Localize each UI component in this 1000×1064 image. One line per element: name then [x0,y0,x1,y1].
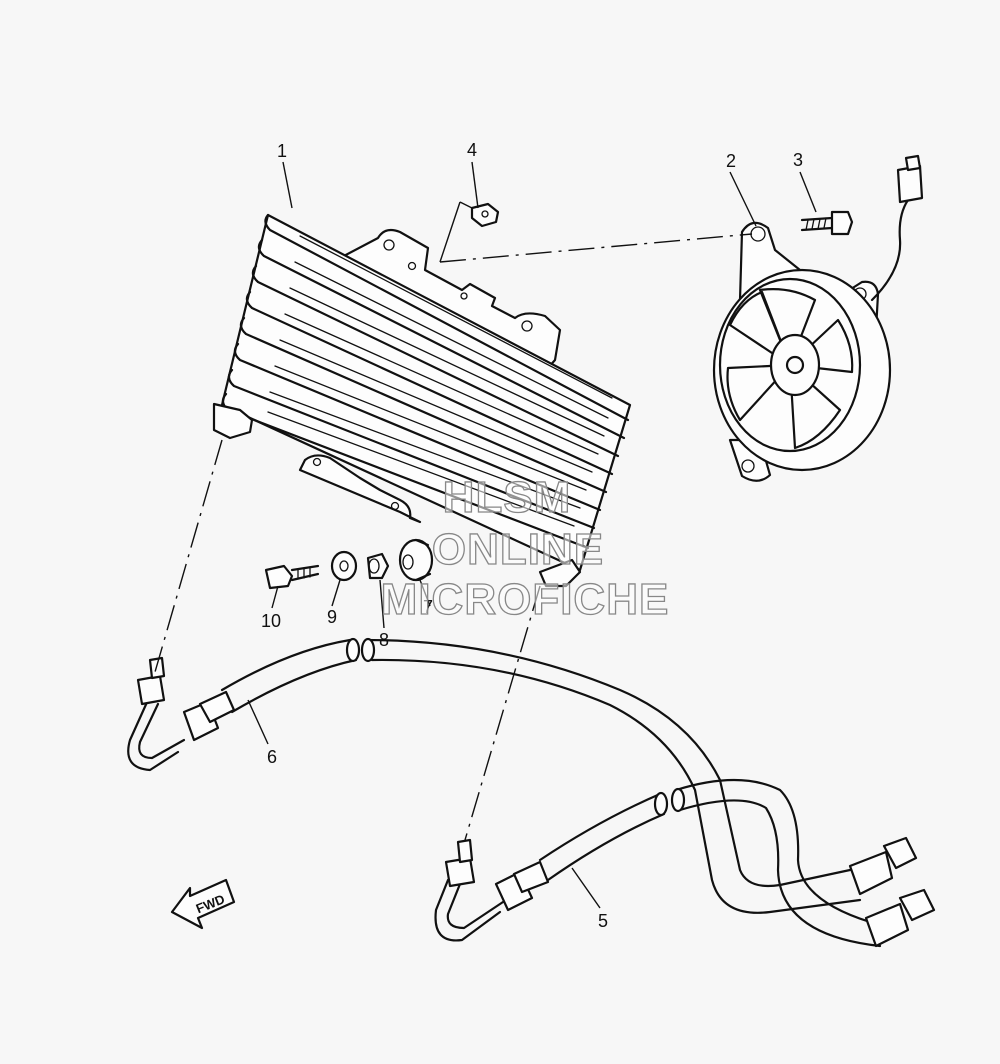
callout-8: 8 [379,630,389,650]
forward-direction-arrow: FWD [170,878,236,930]
leader-lines [154,161,817,909]
callout-3: 3 [793,150,803,170]
oil-hose-part-5[interactable] [434,778,936,948]
callout-4: 4 [467,140,477,160]
nut-part-4[interactable] [470,202,500,228]
callout-10: 10 [261,611,281,631]
callout-2: 2 [726,151,736,171]
fan-bolt-part-3[interactable] [800,210,854,236]
watermark-line-1: HLSM [443,473,572,522]
bolt-part-10[interactable] [264,564,320,590]
watermark-line-2: ONLINE [432,525,604,574]
grommet-part-7[interactable] [398,538,434,582]
cooling-fan[interactable] [712,154,924,482]
callout-9: 9 [327,607,337,627]
callout-5: 5 [598,911,608,931]
watermark-line-3: MICROFICHE [381,575,670,624]
callout-7: 7 [423,597,433,617]
oil-hose-part-6[interactable] [127,637,918,914]
collar-part-8[interactable] [366,552,390,580]
callout-1: 1 [277,141,287,161]
callout-6: 6 [267,747,277,767]
washer-part-9[interactable] [330,550,358,582]
watermark: HLSM ONLINE MICROFICHE [380,472,670,624]
callout-numbers: 1 2 3 4 5 6 7 8 9 10 [261,140,803,931]
oil-cooler[interactable] [212,213,632,588]
